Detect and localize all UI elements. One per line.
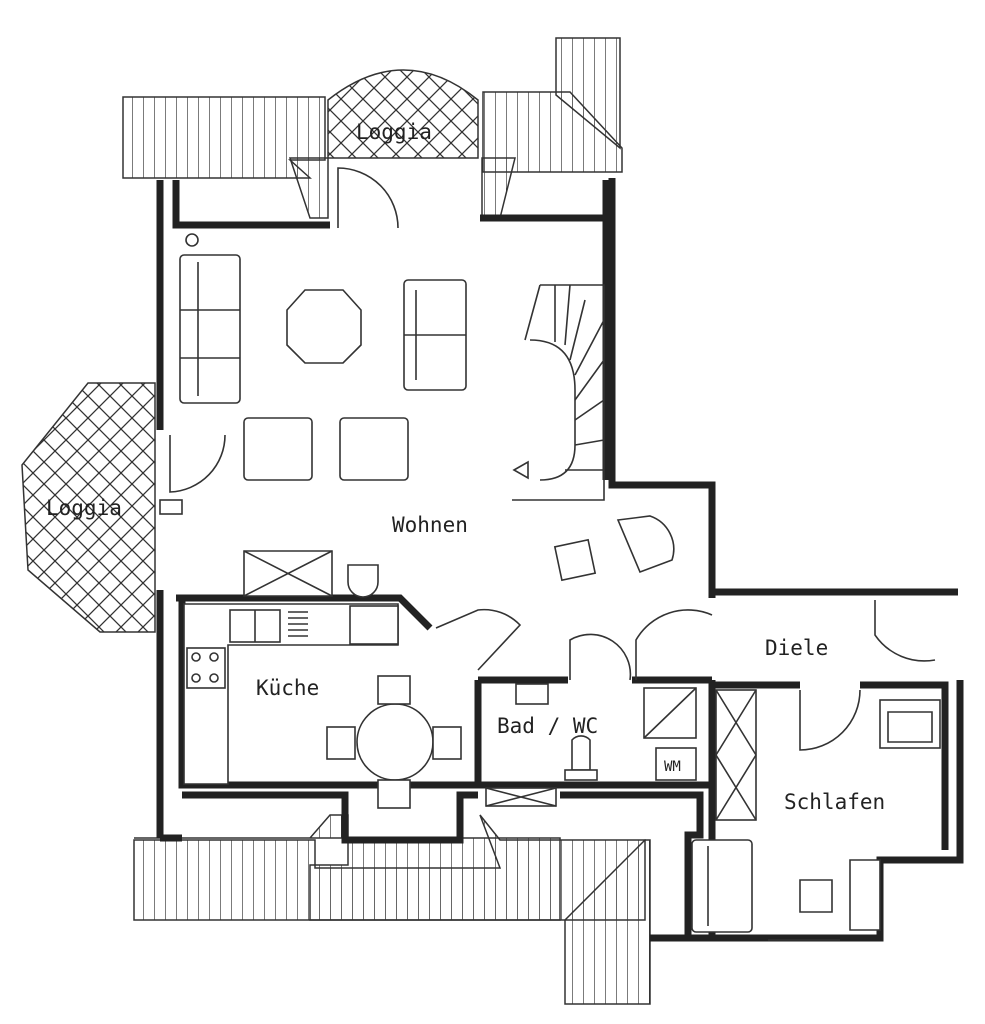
room-label-wohnen: Wohnen: [392, 513, 468, 537]
room-label-kueche: Küche: [256, 676, 319, 700]
loggia-left: Loggia: [21, 382, 156, 633]
living-furniture: [179, 233, 675, 598]
outlet-icon: [185, 233, 199, 247]
fridge: [349, 605, 399, 645]
roof-areas: [122, 37, 651, 1005]
dining-table: [356, 703, 434, 781]
room-labels: Wohnen Diele Schlafen: [392, 513, 885, 814]
side-table: [553, 538, 597, 582]
reading-chair: [616, 515, 675, 574]
roof-chimney-right: [555, 37, 621, 150]
room-label-diele: Diele: [765, 636, 828, 660]
bedroom-furniture: [691, 689, 941, 941]
stool: [347, 564, 379, 598]
room-label-schlafen: Schlafen: [784, 790, 885, 814]
wm-label: WM: [664, 759, 681, 775]
toilet-icon: [571, 735, 591, 771]
room-label-loggia-left: Loggia: [46, 496, 122, 520]
octagon-table: [286, 289, 362, 364]
kitchen-furniture: Küche: [183, 603, 462, 809]
chair-right: [432, 726, 462, 760]
bathroom-fixtures: WM Bad / WC: [485, 683, 697, 807]
chair-bottom: [377, 779, 411, 809]
armchair-right: [339, 417, 409, 481]
room-label-bad-wc: Bad / WC: [497, 714, 598, 738]
washing-machine: [655, 747, 697, 781]
roof-dormer-left: [288, 157, 329, 219]
roof-dormer-right: [481, 157, 516, 219]
roof-bottom-main: [133, 814, 646, 921]
walls: [156, 178, 964, 942]
room-label-loggia-top: Loggia: [356, 120, 432, 144]
bed: [691, 839, 753, 933]
staircase: [512, 284, 605, 501]
sofa-left: [179, 254, 241, 404]
doors: [159, 167, 936, 751]
wardrobe: [715, 689, 757, 821]
roof-bottom-right: [564, 839, 651, 1005]
loggia-top: Loggia: [327, 69, 479, 159]
chair-left: [326, 726, 356, 760]
chair-top: [377, 675, 411, 705]
washbasin-icon: [515, 683, 549, 705]
chair-bedroom: [799, 879, 833, 913]
armchair-left: [243, 417, 313, 481]
nightstand: [849, 859, 881, 931]
